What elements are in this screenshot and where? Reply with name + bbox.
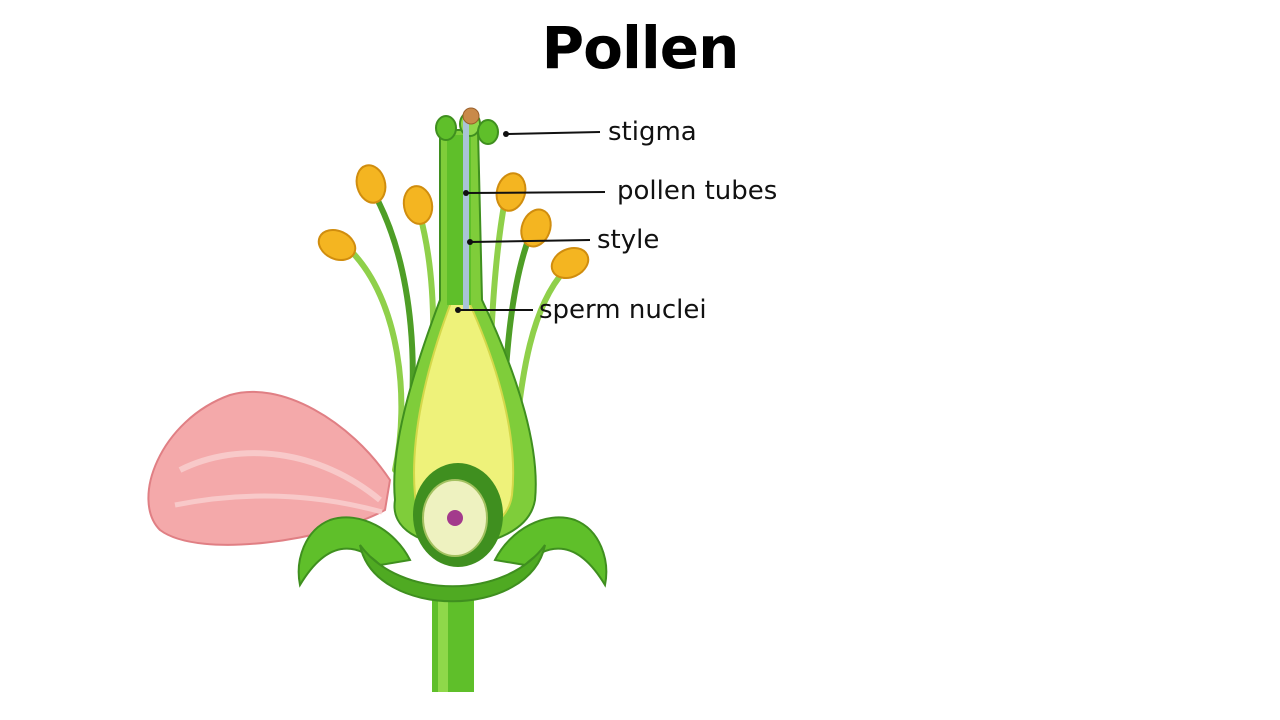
sepal-right: [493, 516, 608, 588]
stigma-lobe: [435, 115, 457, 141]
anther: [402, 185, 434, 225]
label-pollen-tubes: pollen tubes: [617, 176, 777, 206]
receptacle: [359, 544, 546, 603]
petal-vein: [178, 450, 382, 503]
stem-highlight: [438, 600, 448, 692]
sepal-left: [297, 516, 412, 588]
pollen-grain: [462, 107, 480, 125]
egg-nucleus: [447, 510, 463, 526]
petal-vein: [174, 493, 383, 515]
label-stigma: stigma: [608, 117, 697, 147]
label-style: style: [597, 225, 659, 255]
petal: [147, 390, 392, 546]
anther: [520, 208, 552, 248]
leader-line-style: [469, 239, 591, 243]
anther: [550, 246, 590, 280]
leader-line-pollen-tubes: [465, 191, 606, 194]
filament: [347, 247, 405, 473]
anther: [355, 164, 387, 204]
label-sperm-nuclei: sperm nuclei: [539, 295, 707, 325]
anther: [317, 228, 357, 262]
leader-line-stigma: [505, 131, 601, 135]
diagram-title: Pollen: [541, 14, 740, 82]
stigma-lobe: [477, 119, 499, 145]
anthers: [317, 164, 590, 280]
